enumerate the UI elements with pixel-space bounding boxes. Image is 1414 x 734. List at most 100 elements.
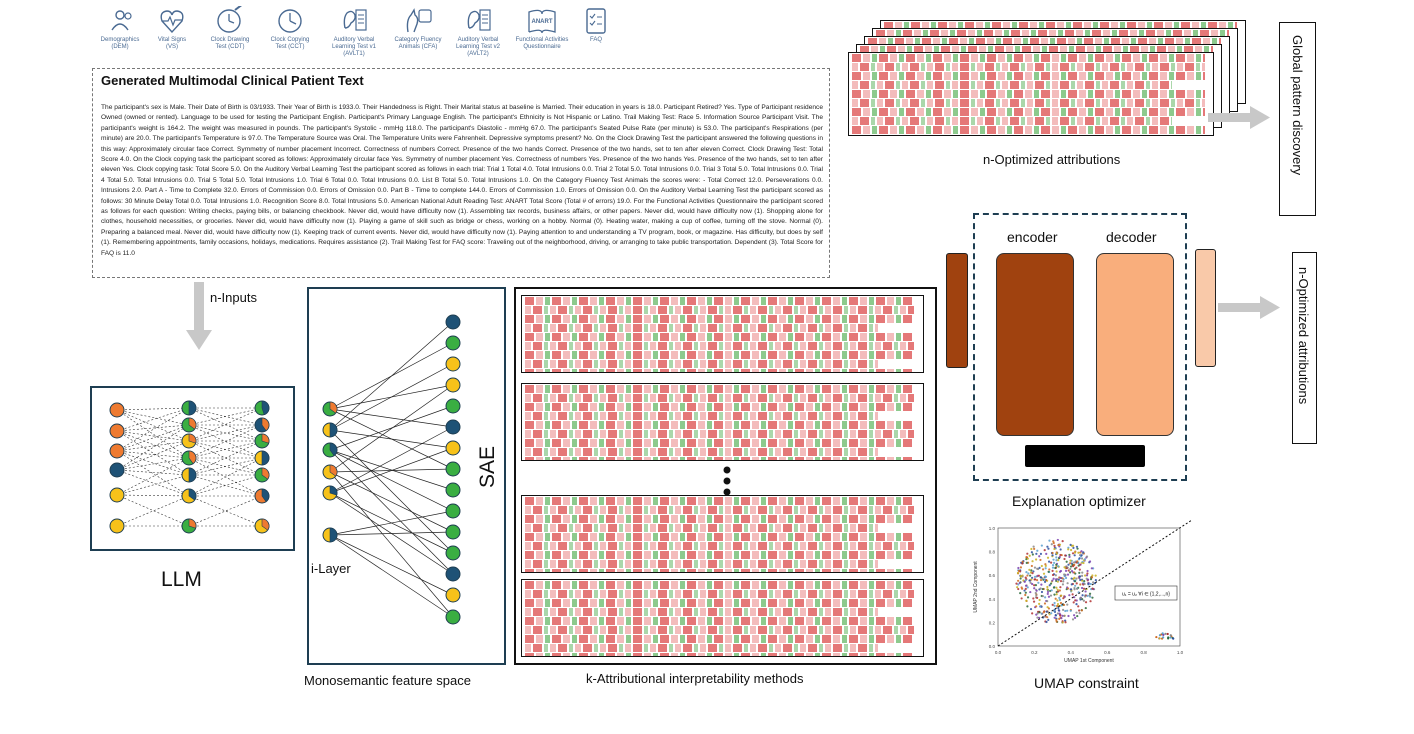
- attribution-line: [525, 333, 914, 341]
- attribution-line: [852, 63, 1206, 71]
- attribution-line: [884, 22, 1238, 30]
- network-node: [254, 433, 270, 449]
- clinical-text-title: Generated Multimodal Clinical Patient Te…: [101, 73, 364, 88]
- anart-icon: ANART: [528, 9, 556, 34]
- modality-auditory-verbal: Auditory Verbal Learning Test v1 (AVLT1): [324, 6, 384, 58]
- attribution-line: [525, 533, 914, 541]
- attribution-line: [852, 117, 1173, 125]
- formula-box: u₁ = u₂ ∀i ∈ {1,2,...,n}: [1114, 585, 1178, 601]
- modality-label: Clock Drawing Test (CDT): [210, 37, 250, 50]
- network-node: [322, 464, 338, 480]
- modality-label: Demographics (DEM): [100, 37, 140, 50]
- network-node: [109, 487, 125, 503]
- n-optimized-top-label: n-Optimized attributions: [983, 152, 1121, 167]
- attribution-line: [852, 99, 1206, 107]
- right-arrow-icon: [1208, 106, 1270, 129]
- attribution-line: [525, 448, 878, 456]
- attribution-page: [848, 52, 1214, 136]
- attribution-line: [525, 617, 914, 625]
- i-layer-label: i-Layer: [311, 561, 351, 576]
- encoder-block: [996, 253, 1074, 436]
- x-tick-label: 0.6: [1104, 650, 1111, 655]
- network-node: [445, 609, 461, 625]
- sae-box: [307, 287, 506, 665]
- attribution-line: [525, 324, 878, 332]
- modality-vital-signs: Vital Signs (VS): [142, 6, 202, 51]
- x-tick-label: 0.4: [1068, 650, 1075, 655]
- attribution-line: [525, 306, 914, 314]
- network-node: [181, 450, 197, 466]
- attribution-line: [525, 569, 914, 572]
- attribution-line: [525, 385, 914, 393]
- network-node: [445, 419, 461, 435]
- modality-clock-drawing: Clock Drawing Test (CDT): [200, 6, 260, 51]
- network-node: [181, 433, 197, 449]
- network-node: [254, 450, 270, 466]
- modality-label: Functional Activities Questionnaire: [515, 37, 569, 50]
- network-node: [181, 488, 197, 504]
- attribution-line: [860, 46, 1214, 54]
- network-node: [181, 400, 197, 416]
- attribution-card: [521, 295, 924, 373]
- attribution-line: [852, 72, 1206, 80]
- category-fluency-icon: [406, 8, 432, 33]
- y-tick-label: 1.0: [989, 526, 996, 531]
- attribution-line: [525, 315, 914, 323]
- ellipsis-icon: [723, 466, 731, 496]
- clock-copying-icon: [278, 9, 302, 33]
- attribution-line: [525, 599, 914, 607]
- llm-box: [90, 386, 295, 551]
- monosemantic-label: Monosemantic feature space: [304, 673, 471, 688]
- modality-label: Clock Copying Test (CCT): [270, 37, 310, 50]
- auditory-verbal-v2-icon: [467, 9, 491, 31]
- network-node: [322, 527, 338, 543]
- n-optimized-right-label: n-Optimized attributions: [1296, 267, 1311, 405]
- network-node: [181, 417, 197, 433]
- attribution-line: [525, 412, 878, 420]
- attribution-line: [525, 560, 878, 568]
- network-node: [445, 545, 461, 561]
- modality-demographics: Demographics (DEM): [90, 6, 150, 51]
- network-node: [254, 467, 270, 483]
- attribution-line: [525, 439, 914, 447]
- umap-points: [1015, 538, 1175, 640]
- attribution-card: [521, 495, 924, 573]
- x-tick-label: 1.0: [1177, 650, 1184, 655]
- attribution-line: [868, 38, 1222, 46]
- encoder-label: encoder: [1007, 229, 1058, 245]
- attribution-line: [525, 342, 914, 350]
- right-arrow-icon: [1218, 296, 1280, 319]
- network-node: [181, 467, 197, 483]
- attribution-line: [525, 497, 914, 505]
- network-node: [445, 440, 461, 456]
- explanation-optimizer-label: Explanation optimizer: [1012, 493, 1146, 509]
- y-tick-label: 0.0: [989, 644, 996, 649]
- x-tick-label: 0.0: [995, 650, 1002, 655]
- modality-clock-copying: Clock Copying Test (CCT): [260, 6, 320, 51]
- network-node: [445, 566, 461, 582]
- llm-edges: [116, 407, 263, 527]
- attribution-line: [525, 394, 914, 402]
- optimizer-output-bar: [1195, 249, 1216, 367]
- network-node: [109, 443, 125, 459]
- k-attributional-label: k-Attributional interpretability methods: [586, 671, 804, 686]
- vital-signs-icon: [160, 10, 184, 34]
- network-node: [445, 587, 461, 603]
- attribution-line: [852, 126, 1206, 134]
- attribution-line: [525, 644, 878, 652]
- x-tick-label: 0.8: [1140, 650, 1147, 655]
- attribution-line: [525, 403, 914, 411]
- network-node: [254, 518, 270, 534]
- network-node: [445, 524, 461, 540]
- network-node: [109, 402, 125, 418]
- attribution-line: [525, 457, 914, 460]
- network-node: [254, 488, 270, 504]
- explanation-optimizer-box: encoder decoder: [973, 213, 1187, 481]
- umap-y-axis-label: UMAP 2nd Component: [973, 561, 979, 613]
- demographics-icon: [111, 10, 132, 31]
- attribution-line: [525, 542, 914, 550]
- attribution-line: [525, 581, 914, 589]
- y-tick-label: 0.6: [989, 573, 996, 578]
- modality-category-fluency: Category Fluency Animals (CFA): [388, 6, 448, 51]
